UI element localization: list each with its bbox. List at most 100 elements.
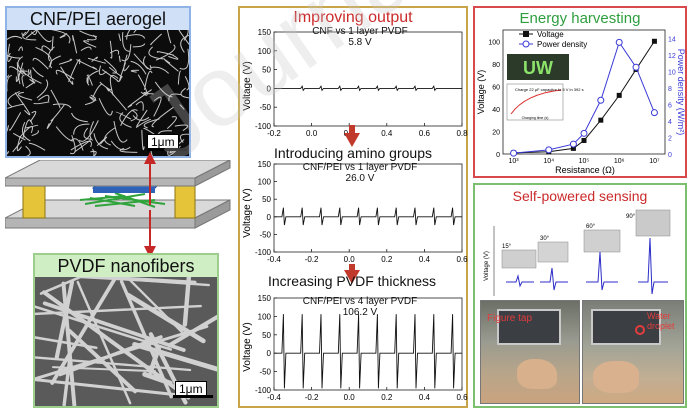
x-tick-label: 0.2 <box>381 393 393 402</box>
y-tick-label: 150 <box>258 160 272 169</box>
y-tick-label: -50 <box>259 230 271 239</box>
aerogel-fiber <box>108 66 123 78</box>
angle-60: 60° <box>586 224 596 230</box>
aerogel-fiber <box>143 118 160 129</box>
aerogel-fiber <box>28 142 46 151</box>
aerogel-fiber <box>25 30 38 39</box>
aerogel-panel: CNF/PEI aerogel 1μm <box>5 6 191 158</box>
x-tick-label: -0.4 <box>267 255 281 264</box>
aerogel-fiber <box>92 83 103 98</box>
aerogel-fiber <box>69 135 76 155</box>
aerogel-fiber <box>58 58 73 65</box>
voltage-series-line <box>513 40 655 154</box>
aerogel-fiber <box>12 139 23 153</box>
aerogel-fiber <box>83 127 91 140</box>
aerogel-fiber <box>135 101 144 111</box>
plot-3-caption-name: CNF/PEI vs 4 layer PVDF <box>302 296 418 307</box>
angle-90: 90° <box>626 214 636 220</box>
aerogel-fiber <box>179 48 189 70</box>
aerogel-fiber <box>37 30 52 43</box>
charging-inset-text: Charge 22 μF capacitor to 5 V in 392 s <box>515 87 584 92</box>
aerogel-fiber <box>143 91 154 95</box>
aerogel-fiber <box>121 44 132 62</box>
pvdf-fiber <box>35 325 209 381</box>
pointer-arrows <box>144 152 156 258</box>
uw-led-text: UW <box>523 58 553 78</box>
x-tick-label: 0.0 <box>344 393 356 402</box>
x-tick-label: 0.6 <box>456 393 468 402</box>
sensing-ylabel: Voltage (V) <box>484 251 490 281</box>
aerogel-fiber <box>174 124 189 132</box>
aerogel-fiber <box>18 46 23 52</box>
pvdf-title: PVDF nanofibers <box>35 255 217 277</box>
aerogel-fiber <box>130 69 139 73</box>
aerogel-fiber <box>166 30 172 44</box>
aerogel-fiber <box>136 109 148 127</box>
aerogel-fiber <box>24 124 39 129</box>
aerogel-fiber <box>36 79 49 99</box>
aerogel-fiber <box>16 62 19 81</box>
step-arrow-1 <box>344 133 360 147</box>
y-tick-label: -100 <box>255 248 272 257</box>
aerogel-fiber <box>154 81 173 98</box>
oscilloscope-2 <box>591 309 661 345</box>
aerogel-fiber <box>168 54 179 60</box>
energy-chart: Voltage (V) Power density (W/m²) Resista… <box>476 29 685 175</box>
aerogel-fiber <box>118 33 122 42</box>
aerogel-fiber <box>48 46 55 62</box>
aerogel-scale-bar <box>147 148 187 151</box>
energy-y-tick-left: 100 <box>488 39 500 46</box>
energy-y-tick-right: 10 <box>668 69 676 76</box>
energy-x-tick: 10⁷ <box>649 158 660 165</box>
x-tick-label: 0.0 <box>306 129 318 138</box>
aerogel-fiber <box>124 34 146 39</box>
y-tick-label: 100 <box>258 47 272 56</box>
pvdf-scale-bar <box>173 395 213 398</box>
y-tick-label: 150 <box>258 28 272 37</box>
aerogel-fiber <box>109 40 113 59</box>
power-density-point <box>545 146 553 154</box>
aerogel-fiber <box>50 104 65 122</box>
aerogel-sem-image <box>7 30 189 156</box>
aerogel-fiber <box>32 57 49 70</box>
aerogel-fiber <box>22 31 37 41</box>
energy-xlabel: Resistance (Ω) <box>555 165 615 175</box>
aerogel-fiber <box>155 44 176 61</box>
device-schematic <box>5 160 231 229</box>
aerogel-fiber <box>153 96 162 117</box>
energy-y-tick-right: 12 <box>668 53 676 60</box>
aerogel-fiber <box>132 43 146 48</box>
plot-1-caption-value: 5.8 V <box>348 37 372 48</box>
aerogel-fiber <box>51 30 71 44</box>
energy-legend: Voltage Power density <box>519 30 587 49</box>
pvdf-fiber <box>126 277 185 335</box>
bend-photo-60 <box>583 229 621 253</box>
aerogel-fiber <box>166 116 177 130</box>
energy-ylabel-left: Voltage (V) <box>476 70 486 115</box>
voltage-series-line <box>274 207 462 226</box>
aerogel-fiber <box>99 81 112 91</box>
pvdf-fiber <box>61 281 77 406</box>
power-density-point <box>597 96 605 104</box>
legend-voltage: Voltage <box>537 30 564 39</box>
aerogel-fiber <box>84 94 96 106</box>
aerogel-fiber <box>7 90 20 108</box>
angle-15: 15° <box>502 244 512 250</box>
aerogel-fiber <box>105 87 127 111</box>
plot-2-caption: CNF/PEI vs 1 layer PVDF 26.0 V <box>295 162 425 184</box>
aerogel-fiber <box>29 78 36 84</box>
water-droplet-photo: Water droplet <box>582 300 684 404</box>
aerogel-fiber <box>15 62 24 82</box>
aerogel-fiber <box>135 118 151 128</box>
water-droplet-label: Water droplet <box>647 311 675 331</box>
step-1-label: Introducing amino groups <box>274 145 432 161</box>
droplet-marker <box>635 325 645 335</box>
voltage-point <box>616 92 622 98</box>
voltage-series-line <box>274 314 462 389</box>
y-tick-label: 50 <box>262 66 271 75</box>
step-arrow-2-shaft <box>349 264 355 270</box>
aerogel-fiber <box>52 103 72 109</box>
aerogel-fiber <box>21 121 31 142</box>
x-tick-label: 0.4 <box>419 255 431 264</box>
power-density-point <box>510 149 518 157</box>
